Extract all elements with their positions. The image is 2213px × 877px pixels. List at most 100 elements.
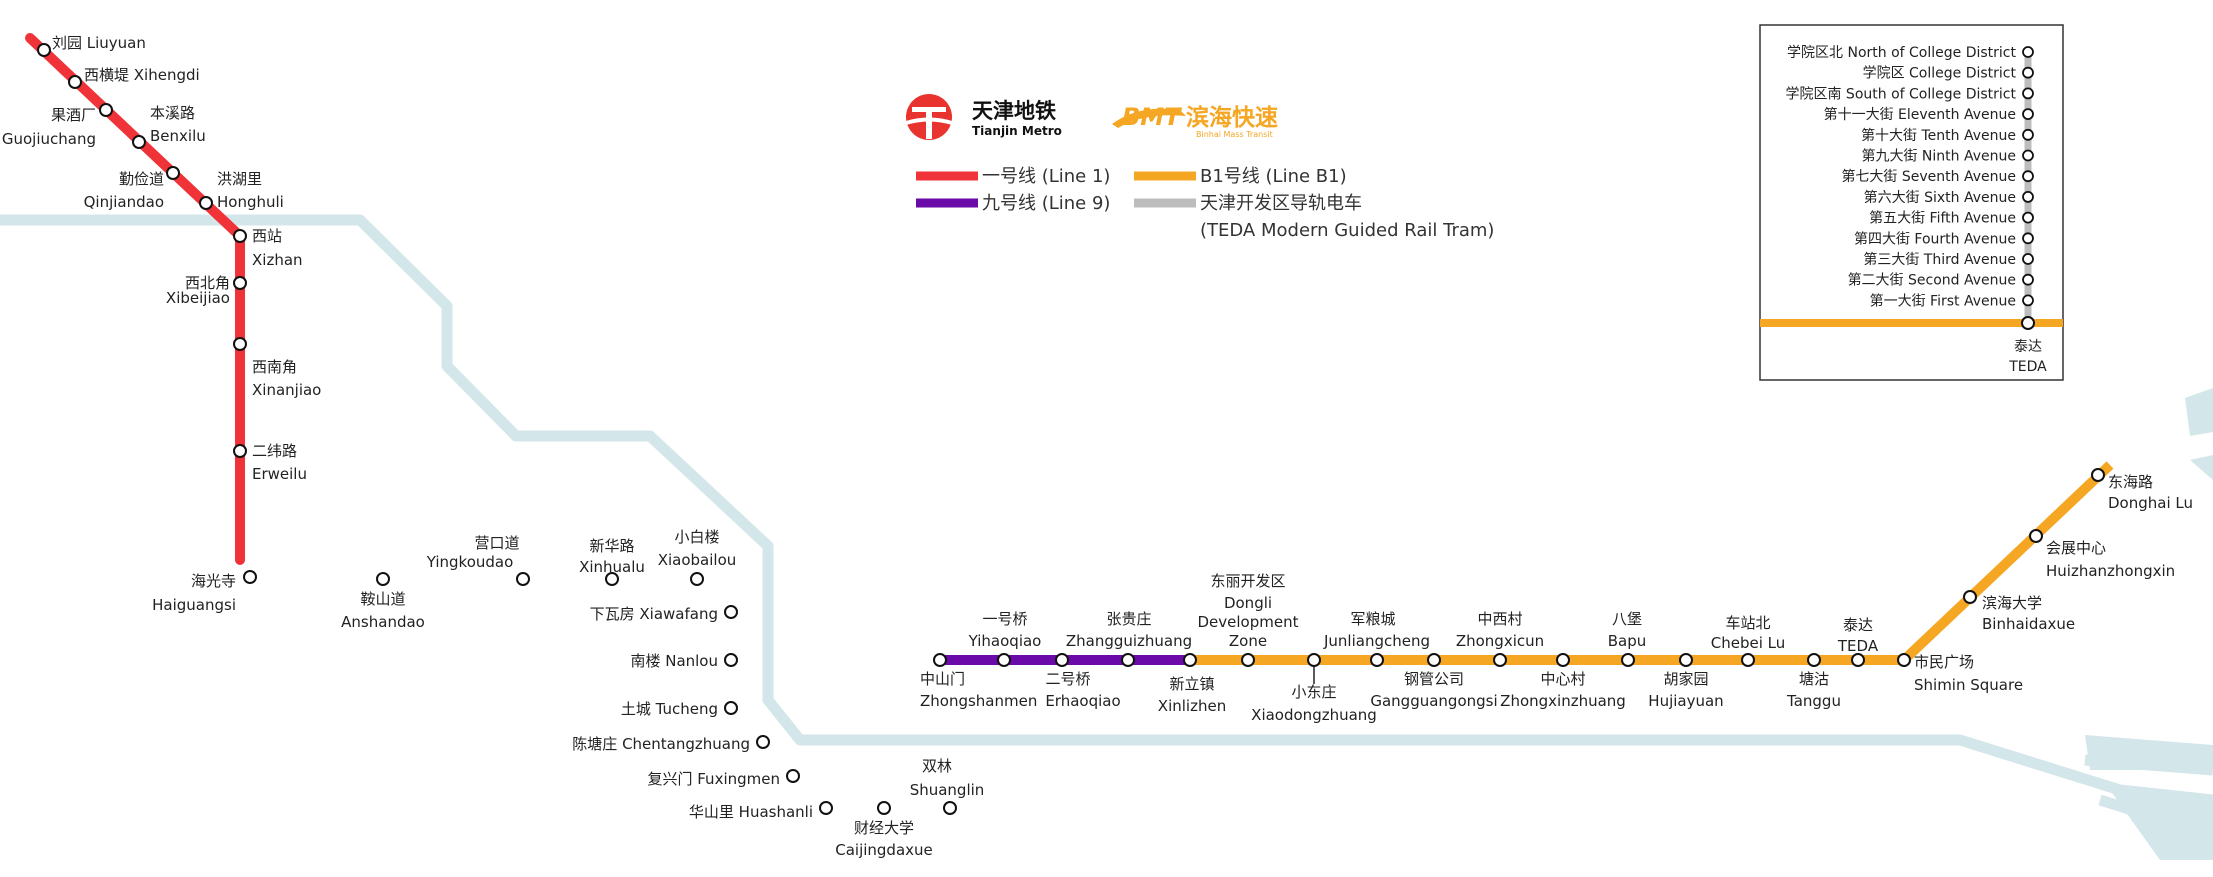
station-chentangzhuang[interactable] bbox=[756, 735, 770, 749]
inset-station[interactable] bbox=[2022, 273, 2034, 286]
station-label-gangguangongsi: Gangguangongsi bbox=[1370, 692, 1497, 710]
inset-station[interactable] bbox=[2022, 190, 2034, 203]
station-haiguangsi[interactable] bbox=[243, 570, 257, 584]
station-anshandao[interactable] bbox=[376, 572, 390, 586]
station-xiaobailou[interactable] bbox=[690, 572, 704, 586]
station-label-erweilu: 二纬路 bbox=[252, 442, 297, 460]
station-label-xinhualu: 新华路 bbox=[589, 537, 634, 555]
station-label-yihaoqiao: Yihaoqiao bbox=[968, 632, 1042, 650]
station-qinjiandao[interactable] bbox=[166, 166, 180, 180]
station-junliangcheng[interactable] bbox=[1370, 653, 1384, 667]
station-xihengdi[interactable] bbox=[68, 75, 82, 89]
station-liuyuan[interactable] bbox=[37, 43, 51, 57]
station-xibeijiao[interactable] bbox=[233, 276, 247, 290]
station-honghuli[interactable] bbox=[199, 196, 213, 210]
station-label-honghuli: Honghuli bbox=[217, 193, 284, 211]
station-label-binhaidaxue: 滨海大学 bbox=[1982, 594, 2042, 612]
inset-station[interactable] bbox=[2022, 108, 2034, 120]
station-xinlizhen[interactable] bbox=[1183, 653, 1197, 667]
inset-station[interactable] bbox=[2022, 66, 2034, 79]
station-xinhualu[interactable] bbox=[605, 572, 619, 586]
inset-station[interactable] bbox=[2022, 253, 2034, 265]
station-label-zhongxinzhuang: Zhongxinzhuang bbox=[1500, 692, 1626, 710]
station-label-yihaoqiao: 一号桥 bbox=[982, 610, 1027, 628]
inset-station-label: 第三大街 Third Avenue bbox=[1863, 251, 2016, 268]
station-label-nanlou: 南楼 Nanlou bbox=[630, 652, 718, 670]
station-hujiayuan[interactable] bbox=[1679, 653, 1693, 667]
station-label-teda: TEDA bbox=[1837, 637, 1879, 655]
station-fuxingmen[interactable] bbox=[786, 769, 800, 783]
station-teda[interactable] bbox=[1851, 653, 1865, 667]
inset-station-label: 第十大街 Tenth Avenue bbox=[1861, 127, 2016, 144]
inset-station-label: 学院区北 North of College District bbox=[1787, 45, 2016, 61]
station-label-xizhan: Xizhan bbox=[252, 251, 303, 269]
station-donghailu[interactable] bbox=[2091, 468, 2105, 482]
legend-line1: 一号线 (Line 1) bbox=[982, 166, 1110, 187]
station-tucheng[interactable] bbox=[724, 701, 738, 715]
inset-station[interactable] bbox=[2022, 149, 2034, 162]
station-label-zhongshanmen: Zhongshanmen bbox=[920, 692, 1037, 710]
station-label-binhaidaxue: Binhaidaxue bbox=[1982, 615, 2075, 633]
inset-station[interactable] bbox=[2022, 211, 2034, 224]
station-caijingdaxue[interactable] bbox=[877, 801, 891, 815]
station-label-erweilu: Erweilu bbox=[252, 465, 307, 483]
inset-station[interactable] bbox=[2022, 46, 2034, 58]
station-label-dongli: Development bbox=[1198, 613, 1299, 631]
station-zhongxinzhuang[interactable] bbox=[1556, 653, 1570, 667]
station-label-xinanjiao: Xinanjiao bbox=[252, 381, 321, 399]
lineB1-track bbox=[1190, 461, 2114, 665]
metro-stations bbox=[37, 43, 2105, 815]
sea-patch-4 bbox=[2110, 790, 2213, 860]
inset-station[interactable] bbox=[2022, 294, 2034, 307]
station-label-donghailu: 东海路 bbox=[2108, 473, 2153, 491]
inset-station-teda[interactable] bbox=[2021, 316, 2035, 330]
station-label-tucheng: 土城 Tucheng bbox=[621, 700, 718, 718]
station-xizhan[interactable] bbox=[233, 229, 247, 243]
station-label-erhaoqiao: Erhaoqiao bbox=[1045, 692, 1120, 710]
station-label-donghailu: Donghai Lu bbox=[2108, 494, 2193, 512]
station-label-zhongxicun: Zhongxicun bbox=[1456, 632, 1544, 650]
station-label-xibeijiao: Xibeijiao bbox=[166, 289, 230, 307]
station-xiawafang[interactable] bbox=[724, 605, 738, 619]
station-yingkoudao[interactable] bbox=[516, 572, 530, 586]
station-yihaoqiao[interactable] bbox=[997, 653, 1011, 667]
station-tanggu[interactable] bbox=[1807, 653, 1821, 667]
inset-station[interactable] bbox=[2022, 128, 2034, 141]
station-shuanglin[interactable] bbox=[943, 801, 957, 815]
station-label-shimin: 市民广场 bbox=[1914, 653, 1974, 671]
station-nanlou[interactable] bbox=[724, 653, 738, 667]
station-label-shuanglin: Shuanglin bbox=[910, 781, 985, 799]
station-erhaoqiao[interactable] bbox=[1055, 653, 1069, 667]
station-gangguangongsi[interactable] bbox=[1427, 653, 1441, 667]
station-bapu[interactable] bbox=[1621, 653, 1635, 667]
inset-station[interactable] bbox=[2022, 232, 2034, 245]
bmt-cn: 滨海快速 bbox=[1186, 104, 1278, 131]
station-label-tanggu: Tanggu bbox=[1786, 692, 1841, 710]
station-guojiuchang[interactable] bbox=[99, 103, 113, 117]
inset-station[interactable] bbox=[2022, 170, 2034, 183]
station-benxilu[interactable] bbox=[132, 135, 146, 149]
station-xiaodongzhuang[interactable] bbox=[1307, 653, 1321, 667]
inset-station-label: 第四大街 Fourth Avenue bbox=[1854, 230, 2016, 247]
station-label-junliangcheng: Junliangcheng bbox=[1323, 632, 1430, 650]
station-dongli[interactable] bbox=[1241, 653, 1255, 667]
station-huashanli[interactable] bbox=[819, 801, 833, 815]
inset-station-label: 第九大街 Ninth Avenue bbox=[1861, 148, 2016, 165]
sea-patch-1 bbox=[2185, 388, 2213, 436]
station-huizhan[interactable] bbox=[2029, 529, 2043, 543]
station-xinanjiao[interactable] bbox=[233, 337, 247, 351]
station-zhongxicun[interactable] bbox=[1493, 653, 1507, 667]
station-zhangguizhuang[interactable] bbox=[1121, 653, 1135, 667]
legend-line9: 九号线 (Line 9) bbox=[982, 193, 1110, 214]
station-label-xinanjiao: 西南角 bbox=[252, 358, 297, 376]
station-chebeilu[interactable] bbox=[1741, 653, 1755, 667]
legend: 一号线 (Line 1) 九号线 (Line 9) B1号线 (Line B1)… bbox=[916, 166, 1494, 241]
station-label-benxilu: Benxilu bbox=[150, 127, 206, 145]
station-zhongshanmen[interactable] bbox=[933, 653, 947, 667]
station-label-xiaodongzhuang: Xiaodongzhuang bbox=[1251, 706, 1377, 724]
station-shimin[interactable] bbox=[1897, 653, 1911, 667]
inset-station[interactable] bbox=[2022, 87, 2034, 100]
station-binhaidaxue[interactable] bbox=[1963, 590, 1977, 604]
station-erweilu[interactable] bbox=[233, 444, 247, 458]
